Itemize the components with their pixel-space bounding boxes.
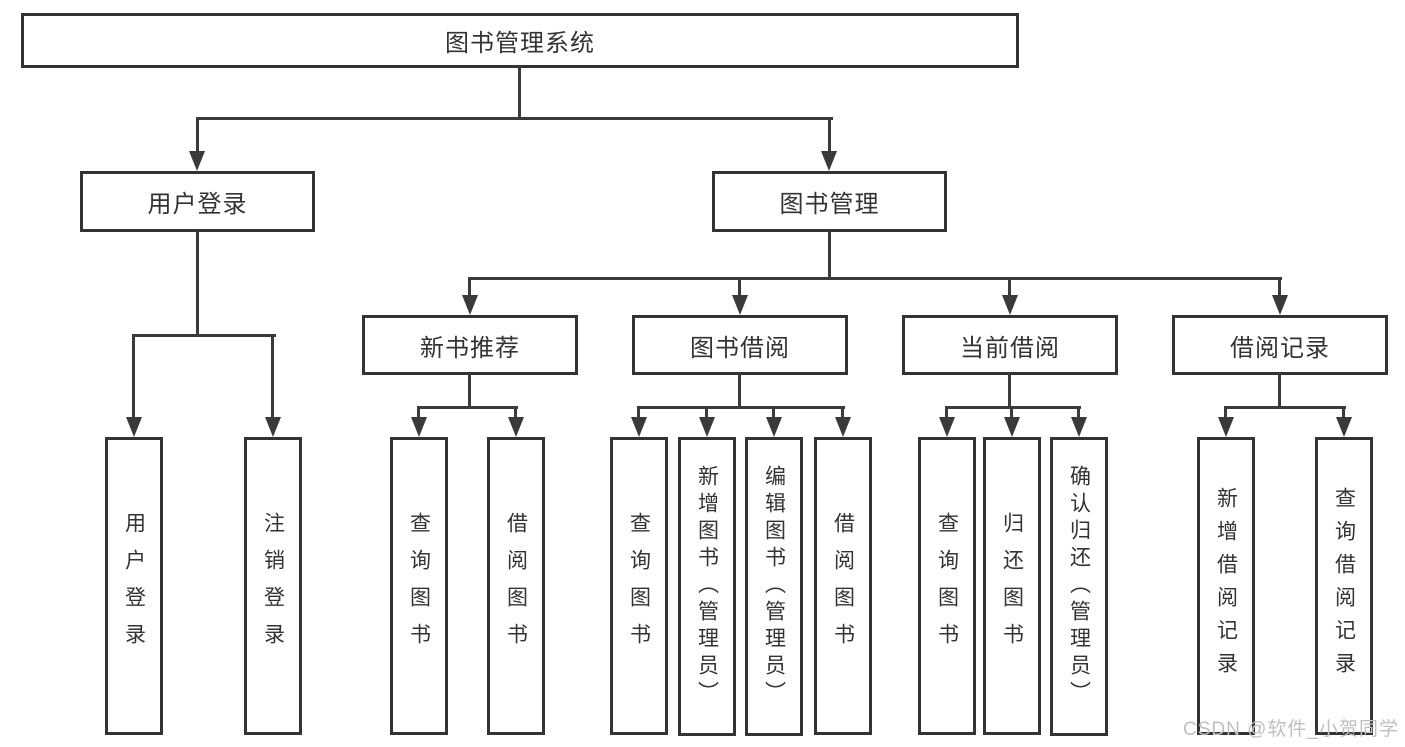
node-book-management-system: 图书管理系统 bbox=[21, 13, 1019, 68]
node-label: 图书管理 bbox=[779, 191, 880, 218]
connector-drop bbox=[945, 406, 948, 420]
arrow-down-icon bbox=[265, 417, 281, 437]
arrow-down-icon bbox=[766, 417, 782, 437]
connector-drop bbox=[271, 334, 274, 419]
connector-rail bbox=[417, 406, 518, 409]
connector-drop bbox=[705, 406, 708, 420]
leaf-borrow-books: 借阅图书 bbox=[814, 437, 872, 735]
connector-rail bbox=[132, 334, 276, 337]
node-book-management: 图书管理 bbox=[712, 171, 947, 232]
leaf-query-books-borrow: 查询图书 bbox=[610, 437, 668, 735]
node-label: 借阅记录 bbox=[1230, 334, 1330, 362]
arrow-down-icon bbox=[1336, 417, 1352, 437]
connector-drop bbox=[841, 406, 844, 420]
node-new-book-recommend: 新书推荐 bbox=[362, 315, 578, 375]
connector-rail bbox=[196, 117, 833, 120]
leaf-return-books: 归还图书 bbox=[983, 437, 1041, 735]
arrow-down-icon bbox=[699, 417, 715, 437]
leaf-label: 查询图书 bbox=[407, 512, 431, 660]
leaf-label: 注销登录 bbox=[261, 512, 285, 660]
connector-drop bbox=[468, 277, 471, 297]
leaf-label: 确认归还（管理员） bbox=[1067, 465, 1091, 708]
connector-drop bbox=[1342, 406, 1345, 420]
arrow-down-icon bbox=[126, 417, 142, 437]
leaf-borrow-books-recommend: 借阅图书 bbox=[487, 437, 545, 735]
connector-drop bbox=[514, 406, 517, 420]
leaf-label: 查询图书 bbox=[935, 512, 959, 660]
node-label: 图书借阅 bbox=[690, 334, 790, 362]
arrow-down-icon bbox=[189, 151, 205, 171]
node-label: 用户登录 bbox=[147, 191, 248, 218]
arrow-down-icon bbox=[411, 417, 427, 437]
leaf-query-books-current: 查询图书 bbox=[918, 437, 976, 735]
connector-drop bbox=[828, 117, 831, 153]
connector-stem bbox=[828, 230, 831, 280]
arrow-down-icon bbox=[1218, 417, 1234, 437]
leaf-edit-books-admin: 编辑图书（管理员） bbox=[745, 437, 803, 736]
connector-stem bbox=[738, 372, 741, 409]
connector-drop bbox=[196, 117, 199, 153]
connector-stem bbox=[196, 230, 199, 337]
leaf-query-borrow-record: 查询借阅记录 bbox=[1315, 437, 1373, 735]
connector-drop bbox=[1224, 406, 1227, 420]
node-current-borrow: 当前借阅 bbox=[902, 315, 1118, 375]
connector-rail bbox=[1224, 406, 1346, 409]
connector-drop bbox=[738, 277, 741, 297]
arrow-down-icon bbox=[462, 295, 478, 315]
leaf-label: 编辑图书（管理员） bbox=[762, 465, 786, 708]
arrow-down-icon bbox=[508, 417, 524, 437]
leaf-label: 用户登录 bbox=[122, 512, 146, 660]
arrow-down-icon bbox=[631, 417, 647, 437]
connector-drop bbox=[1010, 406, 1013, 420]
connector-drop bbox=[1278, 277, 1281, 297]
connector-stem bbox=[1278, 372, 1281, 409]
connector-stem bbox=[468, 372, 471, 409]
leaf-label: 新增借阅记录 bbox=[1214, 487, 1238, 685]
connector-drop bbox=[637, 406, 640, 420]
arrow-down-icon bbox=[939, 417, 955, 437]
arrow-down-icon bbox=[1071, 417, 1087, 437]
arrow-down-icon bbox=[732, 295, 748, 315]
connector-drop bbox=[1077, 406, 1080, 420]
arrow-down-icon bbox=[1004, 417, 1020, 437]
node-label: 新书推荐 bbox=[420, 334, 520, 362]
arrow-down-icon bbox=[1002, 295, 1018, 315]
leaf-query-books-recommend: 查询图书 bbox=[390, 437, 448, 735]
leaf-label: 查询借阅记录 bbox=[1332, 487, 1356, 685]
connector-drop bbox=[1008, 277, 1011, 297]
node-label: 图书管理系统 bbox=[445, 30, 595, 57]
node-user-login: 用户登录 bbox=[80, 171, 315, 232]
node-book-borrow: 图书借阅 bbox=[632, 315, 848, 375]
connector-rail bbox=[468, 277, 1282, 280]
node-label: 当前借阅 bbox=[960, 334, 1060, 362]
node-borrow-records: 借阅记录 bbox=[1172, 315, 1388, 375]
arrow-down-icon bbox=[821, 151, 837, 171]
leaf-label: 借阅图书 bbox=[831, 512, 855, 660]
arrow-down-icon bbox=[1272, 295, 1288, 315]
leaf-label: 查询图书 bbox=[627, 512, 651, 660]
connector-rail bbox=[637, 406, 845, 409]
csdn-watermark: CSDN @软件_小贺同学 bbox=[1183, 719, 1399, 740]
leaf-label: 借阅图书 bbox=[504, 512, 528, 660]
leaf-confirm-return-admin: 确认归还（管理员） bbox=[1050, 437, 1108, 736]
connector-stem bbox=[1008, 372, 1011, 409]
connector-drop bbox=[772, 406, 775, 420]
leaf-add-books-admin: 新增图书（管理员） bbox=[678, 437, 736, 736]
leaf-label: 新增图书（管理员） bbox=[695, 465, 719, 708]
leaf-add-borrow-record: 新增借阅记录 bbox=[1197, 437, 1255, 735]
connector-drop bbox=[417, 406, 420, 420]
arrow-down-icon bbox=[835, 417, 851, 437]
connector-stem bbox=[518, 66, 521, 120]
leaf-user-login: 用户登录 bbox=[105, 437, 163, 735]
leaf-label: 归还图书 bbox=[1000, 512, 1024, 660]
leaf-logout: 注销登录 bbox=[244, 437, 302, 735]
connector-rail bbox=[945, 406, 1081, 409]
connector-drop bbox=[132, 334, 135, 419]
